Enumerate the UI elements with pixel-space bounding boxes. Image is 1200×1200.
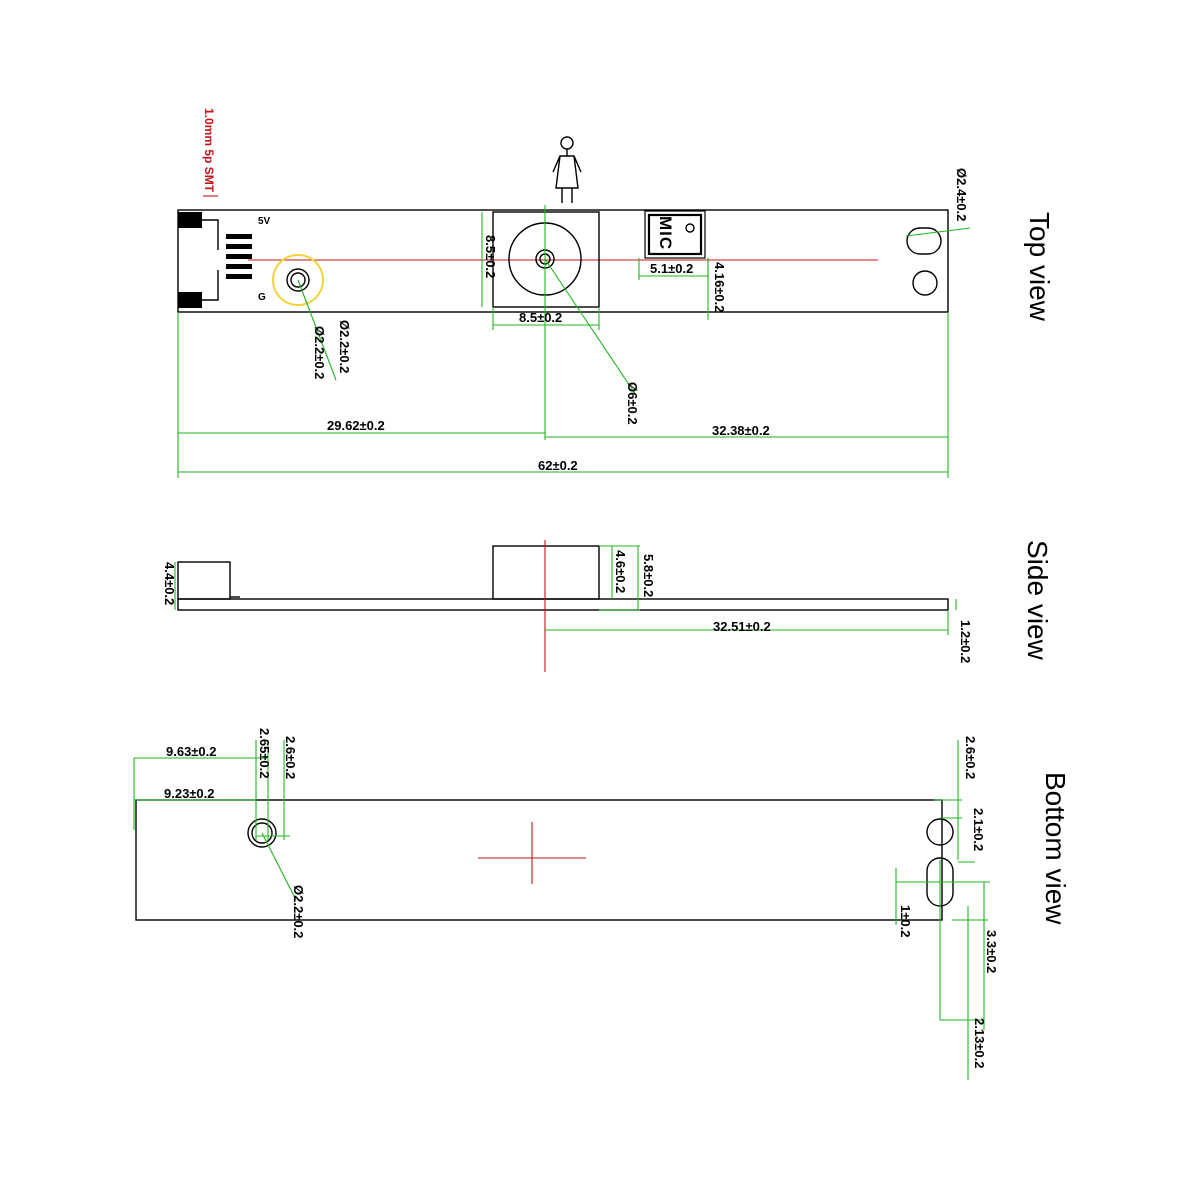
dim-22a-label: Ø2.2±0.2 [337,320,352,373]
slot-leader [905,227,971,237]
bottom-view-label: Bottom view [1040,772,1071,925]
dim-6-label: Ø6±0.2 [625,382,640,425]
dim-3238-label: 32.38±0.2 [712,423,770,438]
pin-4 [226,264,252,269]
camera-module [492,211,600,308]
dim-265-label: 2.65±0.2 [257,728,272,779]
bottom-hole-left-inner [251,822,273,844]
mic-label: MIC [656,216,675,250]
connector-pad-bottom [178,292,202,308]
bottom-board-outline [135,799,943,921]
bottom-hole-left [247,818,277,848]
mic-hole [685,223,695,233]
dim-416-label: 4.16±0.2 [712,262,727,313]
connector-label: 1.0mm 5p SMT [202,108,216,193]
dim-22c-label: Ø2.2±0.2 [291,885,306,938]
mic-box-outer [644,210,706,259]
dim-923-label: 9.23±0.2 [164,786,215,801]
connector-body [202,219,219,301]
dim-46-label: 4.6±0.2 [613,550,628,593]
dim-44-label: 4.4±0.2 [162,562,177,605]
hole-right-bottom [912,270,938,296]
dim-24-label: Ø2.4±0.2 [954,168,969,221]
slot-right-top [906,227,942,255]
person-orientation-icon [552,136,582,203]
side-connector [177,561,231,600]
bottom-view: 9.63±0.2 9.23±0.2 2.65±0.2 2.6±0.2 Ø2.2±… [133,728,1071,1080]
top-view: 5V G 1.0mm 5p SMT MIC [177,108,1055,478]
dim-26a-label: 2.6±0.2 [283,736,298,779]
bottom-hole-left-leader [261,832,297,901]
dim-21-label: 2.1±0.2 [971,808,986,851]
hole-left-leader [297,279,337,381]
dim-33-label: 3.3±0.2 [984,930,999,973]
dim-85v-label: 8.5±0.2 [483,235,498,278]
mount-hole-left [286,268,310,292]
top-view-label: Top view [1024,212,1055,322]
pin-5 [226,274,252,279]
side-camera-block [492,545,600,600]
connector: 5V G [178,212,271,308]
mic-box-inner [647,213,703,256]
dim-2962-label: 29.62±0.2 [327,418,385,433]
dim-3251-label: 32.51±0.2 [713,619,771,634]
dim-26b-label: 2.6±0.2 [963,736,978,779]
hole-highlight-ring [272,254,324,306]
pin-1 [226,234,252,239]
dim-963-label: 9.63±0.2 [166,744,217,759]
dim-51-label: 5.1±0.2 [650,261,693,276]
side-view: 4.4±0.2 4.6±0.2 5.8±0.2 32.51±0.2 1.2±0.… [162,540,1053,672]
dim-1-label: 1±0.2 [898,905,913,937]
dim-22b-label: Ø2.2±0.2 [312,326,327,379]
pin-2 [226,244,252,249]
side-view-label: Side view [1022,540,1053,661]
lens-leader [544,258,637,396]
side-board [177,598,949,611]
top-board-outline [177,209,949,313]
pin-5v-label: 5V [258,216,271,227]
dim-85h-label: 8.5±0.2 [519,310,562,325]
dim-58-label: 5.8±0.2 [641,554,656,597]
bottom-hole-right [926,818,954,846]
dim-12-label: 1.2±0.2 [958,620,973,663]
connector-pad-top [178,212,202,228]
pin-g-label: G [258,292,266,303]
mount-hole-left-inner [290,272,306,288]
pin-3 [226,254,252,259]
dim-62-label: 62±0.2 [538,458,578,473]
dim-213-label: 2.13±0.2 [972,1018,987,1069]
